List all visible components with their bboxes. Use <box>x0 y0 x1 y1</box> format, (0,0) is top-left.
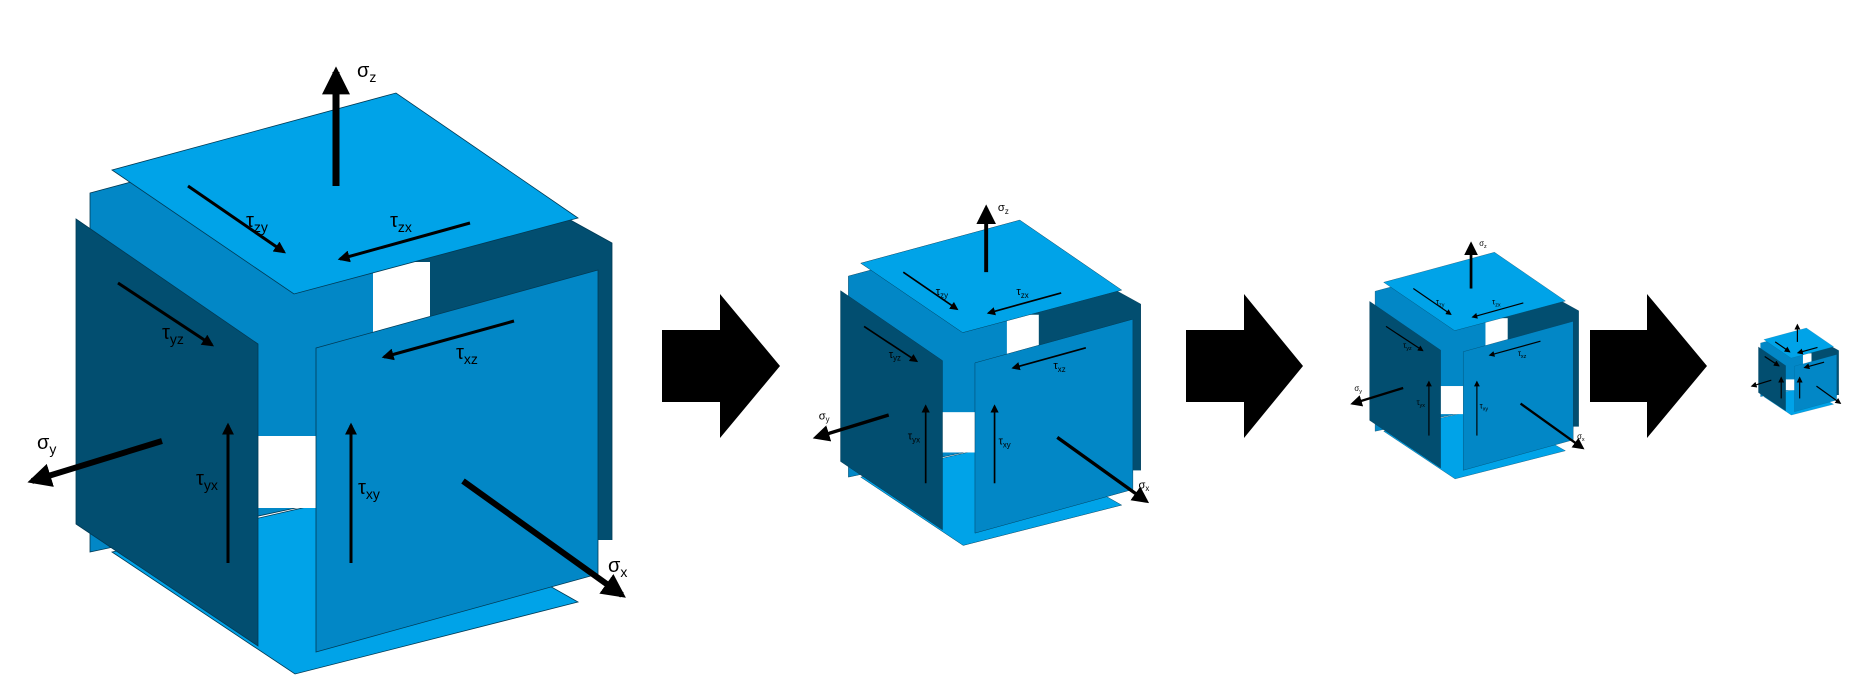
cube-3-sigma-x-arrow <box>1519 402 1585 450</box>
cube-4-tau-zx-arrow <box>1796 346 1818 355</box>
cube-3-gap-window-top <box>1485 318 1508 347</box>
cube-4-top-face <box>1763 327 1834 359</box>
cube-2-gap-window-left <box>942 412 975 453</box>
cube-3-left-face <box>1369 301 1441 469</box>
tau-xz-arrow <box>381 319 515 361</box>
cube-3-tau-xy-label: τxy <box>1480 402 1489 413</box>
sigma-x-label: σx <box>608 555 627 580</box>
tau-zy-arrow <box>187 184 286 254</box>
cube-4-gap-window-left <box>1785 379 1795 391</box>
cube-4-sigma-y-arrow <box>1750 379 1772 388</box>
left-face <box>75 218 259 647</box>
cube-3-tau-zy-label: τzy <box>1436 298 1445 309</box>
cube-2-tau-xz-arrow <box>1011 346 1087 371</box>
cube-2-tau-yz-label: τyz <box>889 349 901 363</box>
cube-4-tau-xz-arrow <box>1803 361 1825 370</box>
sigma-x-arrow <box>461 478 626 598</box>
cube-3: σz τzy τzx τyz τxz σy τyx τxy σx <box>1350 239 1585 480</box>
tau-zy-label: τzy <box>246 210 268 235</box>
cube-2-top-face <box>860 219 1123 333</box>
cube-3-tau-yz-arrow <box>1385 325 1424 352</box>
cube-4-gap-window-right <box>1836 395 1840 401</box>
cube-3-tau-yx-label: τyx <box>1416 398 1425 409</box>
progress-arrow-1 <box>662 294 780 438</box>
cube-2-left-face <box>840 290 943 531</box>
cube-3-gap-window-right <box>1573 426 1582 441</box>
progress-arrow-3 <box>1590 294 1707 438</box>
cube-3-sigma-y-label: σy <box>1354 384 1362 395</box>
cube-2-gap-window-right <box>1132 470 1145 490</box>
cube-4 <box>1750 323 1842 416</box>
cube-3-tau-zy-arrow <box>1412 288 1452 315</box>
tau-xy-label: τxy <box>358 477 380 502</box>
cube-3-tau-yz-label: τyz <box>1403 341 1412 352</box>
gap-window-right <box>598 540 618 575</box>
cube-2-sigma-x-label: σx <box>1138 479 1149 493</box>
cube-3-top-face <box>1383 252 1566 331</box>
tau-yx-label: τyx <box>196 468 218 493</box>
cube-2-sigma-z-label: σz <box>998 202 1009 216</box>
cube-2-tau-zx-label: τzx <box>1016 286 1028 300</box>
tau-yz-label: τyz <box>162 322 184 347</box>
tau-zx-arrow <box>337 221 471 263</box>
top-face <box>111 92 579 295</box>
cube-2-sigma-y-arrow <box>812 413 890 442</box>
tau-xz-label: τxz <box>456 342 478 367</box>
sigma-z-label: σz <box>357 60 376 85</box>
cube-4-tau-yz-arrow <box>1764 355 1780 367</box>
cube-3-sigma-x-label: σx <box>1577 432 1585 443</box>
cube-2-tau-yz-arrow <box>863 325 919 363</box>
cube-2: σz τzy τzx τyz τxz σy τyx τxy σx <box>812 202 1150 546</box>
sigma-y-arrow <box>27 438 163 487</box>
tau-yz-arrow <box>117 281 215 347</box>
gap-window-left <box>258 436 316 508</box>
cube-3-tau-zx-label: τzx <box>1492 298 1501 309</box>
cube-2-tau-xy-label: τxy <box>998 436 1010 450</box>
tau-zx-label: τzx <box>390 210 412 235</box>
cube-2-tau-zx-arrow <box>986 292 1062 316</box>
cube-1: σz τzy τzx τyz τxz σy τyx τxy σx <box>27 60 627 675</box>
cube-3-sigma-z-label: σz <box>1479 239 1487 250</box>
cube-2-tau-yx-label: τyx <box>908 431 920 445</box>
cube-2-sigma-y-label: σy <box>819 410 830 424</box>
progress-arrow-2 <box>1186 294 1303 438</box>
sigma-y-label: σy <box>37 432 56 457</box>
cube-4-tau-zy-arrow <box>1774 341 1791 353</box>
cube-3-tau-zx-arrow <box>1471 302 1524 319</box>
cube-2-tau-xz-label: τxz <box>1053 360 1065 374</box>
cube-3-gap-window-left <box>1440 386 1464 415</box>
cube-3-tau-xz-label: τxz <box>1518 349 1527 360</box>
cube-2-tau-zy-arrow <box>902 271 959 311</box>
cube-3-tau-xz-arrow <box>1488 340 1541 357</box>
cube-2-sigma-x-arrow <box>1056 435 1150 504</box>
cube-3-sigma-y-arrow <box>1350 386 1404 407</box>
right-face <box>315 269 599 653</box>
cube-4-sigma-x-arrow <box>1816 385 1842 404</box>
cube-4-gap-window-top <box>1802 353 1812 365</box>
cube-2-tau-zy-label: τzy <box>936 286 948 300</box>
